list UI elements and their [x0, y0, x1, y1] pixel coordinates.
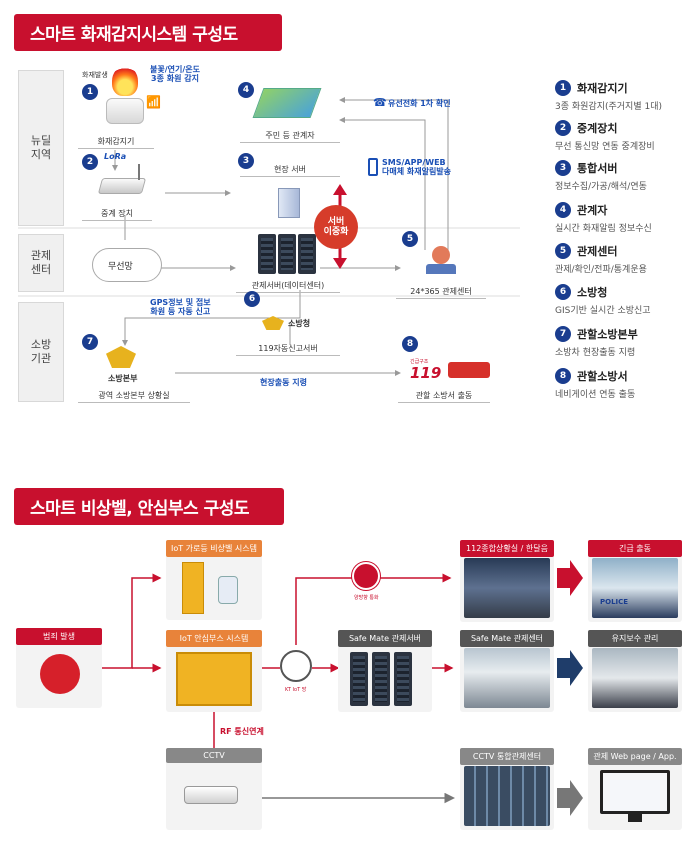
step-7-badge: 7 [82, 334, 98, 350]
phone-note: 유선전화 1차 확인 [388, 99, 451, 108]
operator-icon [432, 246, 450, 264]
data-center-label: 관제서버(데이터센터) [236, 280, 340, 293]
section2-title: 스마트 비상벨, 안심부스 구성도 [14, 488, 284, 525]
step-1-badge: 1 [82, 84, 98, 100]
step-2-badge: 2 [82, 154, 98, 170]
data-center-rack [278, 234, 296, 274]
data-center-rack [258, 234, 276, 274]
field-server-icon [278, 188, 300, 218]
119-top-text: 긴급구조 [410, 359, 429, 365]
server-duplication-badge: 서버 이중화 [314, 205, 358, 249]
cloud-icon [92, 248, 162, 282]
cctv-center-photo [464, 766, 550, 826]
hq-label: 소방본부 [108, 374, 138, 383]
monitor-stand-icon [628, 814, 642, 822]
iot-bell-label: IoT 가로등 비상벨 시스템 [166, 540, 262, 557]
cctv-camera-icon [184, 786, 238, 804]
region-fire-agency: 소방 기관 [18, 302, 64, 402]
safemate-center-photo [464, 648, 550, 708]
dispatch-label: 현장출동 지령 [260, 378, 307, 387]
data-center-rack [298, 234, 316, 274]
fire-truck-icon [448, 362, 490, 378]
web-label: 관제 Web page / App. [588, 748, 682, 765]
119-logo: 119 [410, 364, 442, 382]
bell-sign-icon [218, 576, 238, 604]
sensor-note: 불꽃/연기/온도 3종 화원 감지 [150, 65, 201, 83]
region-newdeal: 뉴딜 지역 [18, 70, 64, 226]
gps-note: GPS정보 및 접보 화원 등 자동 신고 [150, 298, 211, 317]
iot-booth-label: IoT 안심부스 시스템 [166, 630, 262, 647]
antenna-icon [138, 164, 140, 180]
safety-booth-icon [176, 652, 252, 706]
detector-label: 화재감지기 [78, 136, 154, 149]
wifi-icon: 📶 [146, 95, 161, 109]
phone-icon: ☎ [373, 96, 387, 109]
maintenance-label: 유지보수 관리 [588, 630, 682, 647]
safemate-server-label: Safe Mate 관제서버 [338, 630, 432, 647]
lora-label: LoRa [104, 152, 127, 161]
section1-title: 스마트 화재감지시스템 구성도 [14, 14, 282, 51]
safemate-rack [350, 652, 368, 706]
center-112-label: 112종합상황실 / 한달음 [460, 540, 554, 557]
step-6-badge: 6 [244, 291, 260, 307]
control-center-label: 24*365 관제센터 [396, 286, 486, 299]
wireless-label: 무선망 [108, 262, 133, 272]
resident-label: 주민 등 관계자 [240, 130, 340, 143]
fire-event-label: 화재발생 [82, 71, 108, 79]
mobile-icon [368, 158, 378, 176]
call-icon [352, 562, 380, 590]
kt-tower-icon [280, 650, 312, 682]
police-text: POLICE [600, 598, 629, 606]
crime-label: 범죄 발생 [16, 628, 102, 645]
region-control: 관제 센터 [18, 234, 64, 292]
maintenance-photo [592, 648, 678, 708]
safemate-rack [372, 652, 390, 706]
kt-label: KT IoT 망 [285, 687, 307, 693]
cctv-label: CCTV [166, 748, 262, 763]
police-photo [592, 558, 678, 618]
emergency-bell-device-icon [182, 562, 204, 614]
station-label: 관할 소방서 출동 [398, 390, 490, 403]
fire-icon [112, 66, 138, 96]
desk-icon [426, 264, 456, 274]
report-server-label: 119자동신고서버 [236, 343, 340, 356]
emergency-label: 긴급 출동 [588, 540, 682, 557]
hq-emblem-icon [106, 346, 136, 368]
hq-room-label: 광역 소방본부 상황실 [78, 390, 190, 403]
step-4-badge: 4 [238, 82, 254, 98]
crime-icon [40, 654, 80, 694]
rf-link-label: RF 통신연계 [220, 727, 264, 736]
step-8-badge: 8 [402, 336, 418, 352]
safemate-center-label: Safe Mate 관제센터 [460, 630, 554, 647]
relay-label: 중계 장치 [82, 208, 152, 221]
step-5-badge: 5 [402, 231, 418, 247]
sms-note: SMS/APP/WEB 다매체 화재알림발송 [382, 158, 452, 177]
step-3-badge: 3 [238, 153, 254, 169]
field-server-label: 현장 서버 [240, 164, 340, 177]
agency-logo-text: 소방청 [288, 319, 311, 328]
agency-emblem-icon [262, 316, 284, 330]
detector-device-icon [106, 98, 144, 124]
cctv-center-label: CCTV 통합관제센터 [460, 748, 554, 765]
monitor-icon [600, 770, 670, 814]
safemate-rack [394, 652, 412, 706]
call-label: 양방향 통화 [354, 595, 379, 601]
center-112-photo [464, 558, 550, 618]
